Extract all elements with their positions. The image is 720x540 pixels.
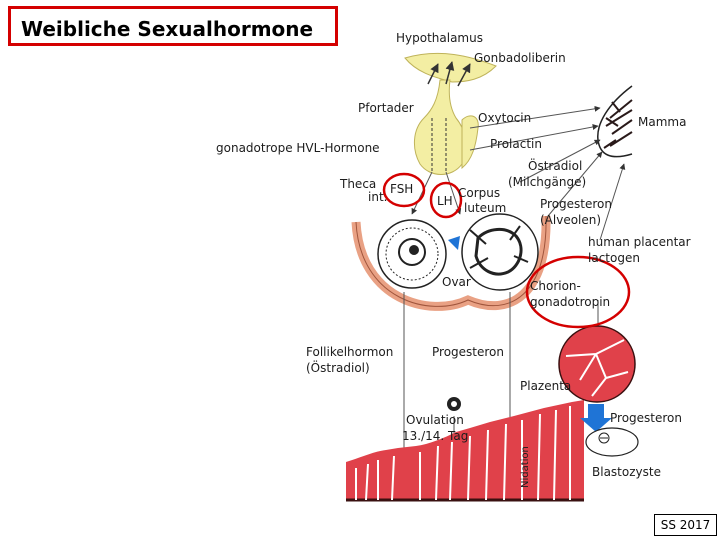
- label-hpl-2: lactogen: [588, 251, 640, 265]
- label-progesteron-alveolen-2: (Alveolen): [540, 213, 601, 227]
- hypothalamus-pituitary: [404, 52, 497, 175]
- label-gonadoliberin: Gonbadoliberin: [474, 51, 566, 65]
- label-nidation: Nidation: [520, 446, 531, 488]
- label-oxytocin: Oxytocin: [478, 111, 531, 125]
- label-blastozyste: Blastozyste: [592, 465, 661, 479]
- label-theca-1: Theca: [339, 177, 376, 191]
- label-progesteron-mid: Progesteron: [432, 345, 504, 359]
- label-progesteron-alveolen-1: Progesteron: [540, 197, 612, 211]
- label-corpus-1: Corpus: [458, 186, 500, 200]
- labels: Hypothalamus Gonbadoliberin Pfortader Ox…: [216, 31, 691, 488]
- label-ovulation-1: Ovulation: [406, 413, 464, 427]
- plazenta: [558, 325, 636, 432]
- title-box: Weibliche Sexualhormone: [8, 6, 338, 46]
- ovulation-marker: [447, 397, 461, 411]
- label-lh: LH: [437, 194, 453, 208]
- label-mamma: Mamma: [638, 115, 686, 129]
- label-corpus-2: luteum: [464, 201, 506, 215]
- label-hpl-1: human placentar: [588, 235, 691, 249]
- label-follikel-2: (Östradiol): [306, 359, 370, 375]
- label-hypothalamus: Hypothalamus: [396, 31, 483, 45]
- label-fsh: FSH: [390, 182, 413, 196]
- label-pfortader: Pfortader: [358, 101, 414, 115]
- label-hvl: gonadotrope HVL-Hormone: [216, 141, 380, 155]
- footer-label: SS 2017: [660, 518, 711, 532]
- label-plazenta: Plazenta: [520, 379, 571, 393]
- blastozyste: [585, 427, 639, 457]
- highlights: [382, 172, 631, 329]
- label-follikel-1: Follikelhormon: [306, 345, 393, 359]
- label-oestradiol-milch-1: Östradiol: [528, 157, 582, 173]
- footer-box: SS 2017: [654, 514, 717, 536]
- label-chorion-2: gonadotropin: [530, 295, 610, 309]
- ovar: [351, 213, 551, 311]
- label-progesteron-right: Progesteron: [610, 411, 682, 425]
- page-title: Weibliche Sexualhormone: [21, 17, 314, 41]
- label-ovulation-2: 13./14. Tag: [402, 429, 468, 443]
- uterine-cycle: [346, 400, 584, 502]
- hormone-arrows: [411, 105, 626, 330]
- mamma-gland: [597, 85, 633, 158]
- label-prolactin: Prolactin: [490, 137, 542, 151]
- label-theca-2: int.: [368, 190, 387, 204]
- label-oestradiol-milch-2: (Milchgänge): [508, 175, 586, 189]
- label-ovar: Ovar: [442, 275, 471, 289]
- label-chorion-1: Chorion-: [530, 279, 581, 293]
